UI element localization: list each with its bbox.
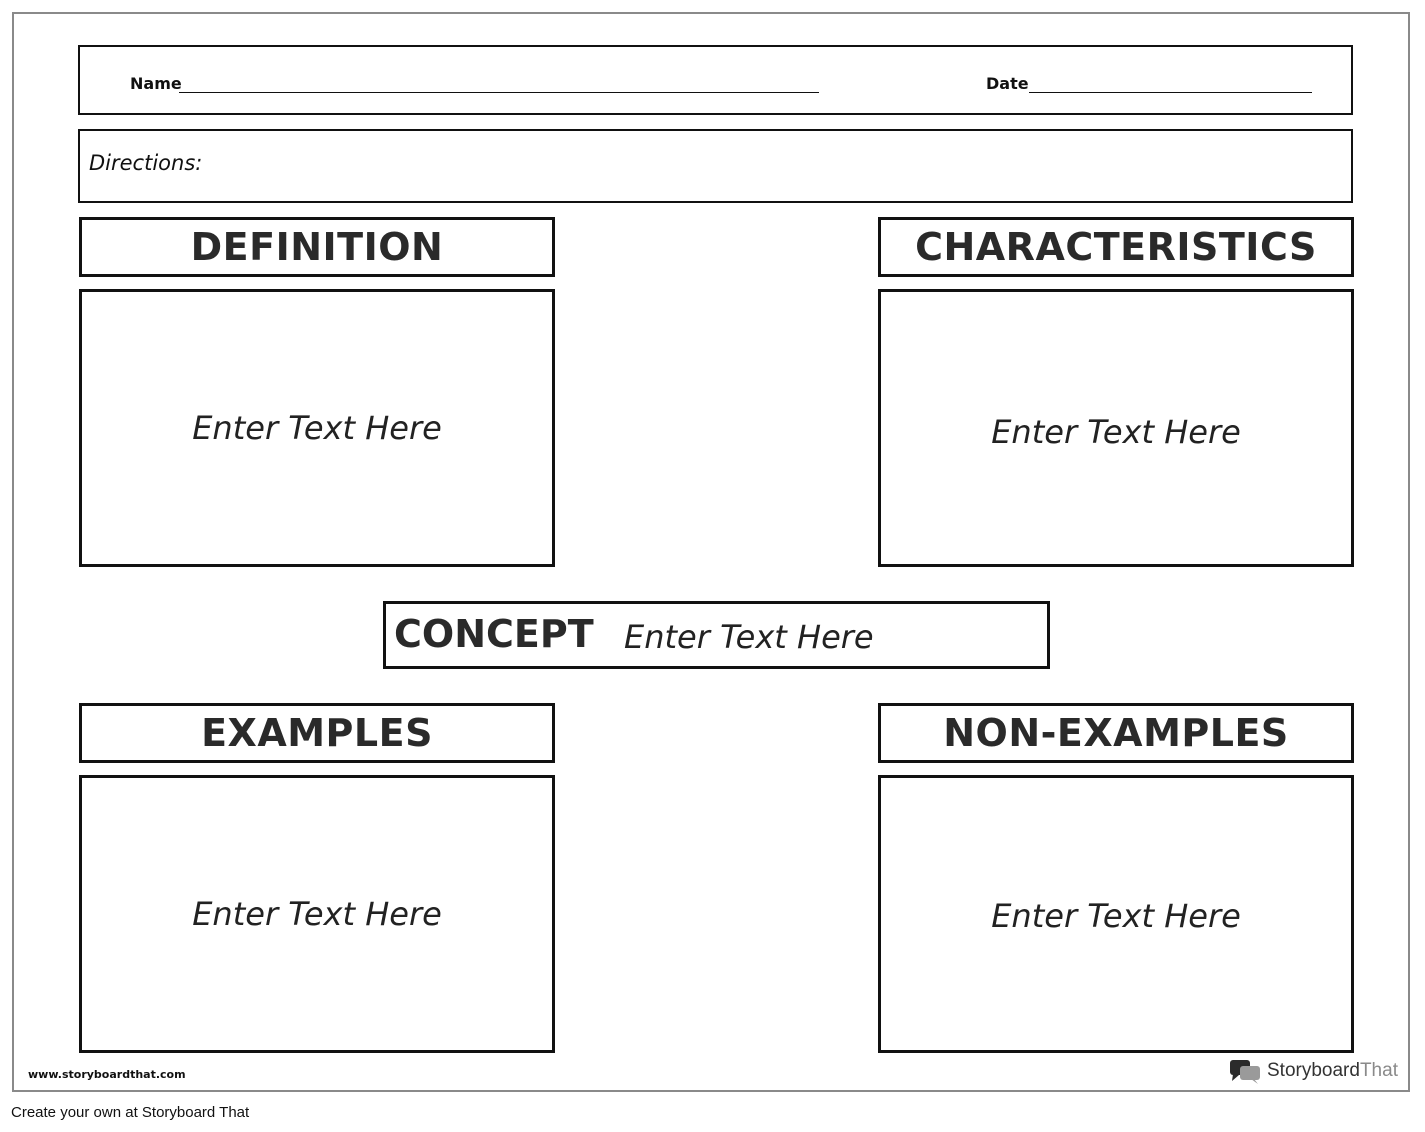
logo-text: StoryboardThat	[1267, 1060, 1398, 1082]
examples-title: EXAMPLES	[79, 703, 555, 763]
concept-title: CONCEPT	[394, 612, 594, 656]
directions-label: Directions:	[89, 151, 203, 175]
non-examples-title: NON-EXAMPLES	[878, 703, 1354, 763]
concept-box[interactable]: CONCEPT Enter Text Here	[383, 601, 1050, 669]
characteristics-title: CHARACTERISTICS	[878, 217, 1354, 277]
storyboardthat-logo[interactable]: StoryboardThat	[1229, 1057, 1404, 1085]
characteristics-textbox[interactable]: Enter Text Here	[878, 289, 1354, 567]
logo-text-dark: Storyboard	[1267, 1060, 1360, 1081]
examples-text: Enter Text Here	[192, 895, 442, 933]
definition-text: Enter Text Here	[192, 409, 442, 447]
definition-textbox[interactable]: Enter Text Here	[79, 289, 555, 567]
definition-title: DEFINITION	[79, 217, 555, 277]
footer-text[interactable]: Create your own at Storyboard That	[11, 1104, 250, 1121]
characteristics-text: Enter Text Here	[991, 413, 1241, 451]
website-url[interactable]: www.storyboardthat.com	[28, 1068, 186, 1081]
concept-text: Enter Text Here	[624, 618, 874, 656]
date-field[interactable]	[1029, 92, 1312, 93]
directions-box[interactable]: Directions:	[78, 129, 1353, 203]
speech-bubbles-icon	[1230, 1060, 1260, 1084]
name-label: Name	[130, 74, 182, 93]
worksheet-page: Name Date Directions: DEFINITION Enter T…	[12, 12, 1410, 1092]
logo-text-light: That	[1359, 1060, 1398, 1081]
non-examples-text: Enter Text Here	[991, 897, 1241, 935]
name-date-header: Name Date	[78, 45, 1353, 115]
examples-textbox[interactable]: Enter Text Here	[79, 775, 555, 1053]
non-examples-textbox[interactable]: Enter Text Here	[878, 775, 1354, 1053]
name-field[interactable]	[179, 92, 819, 93]
date-label: Date	[986, 74, 1029, 93]
